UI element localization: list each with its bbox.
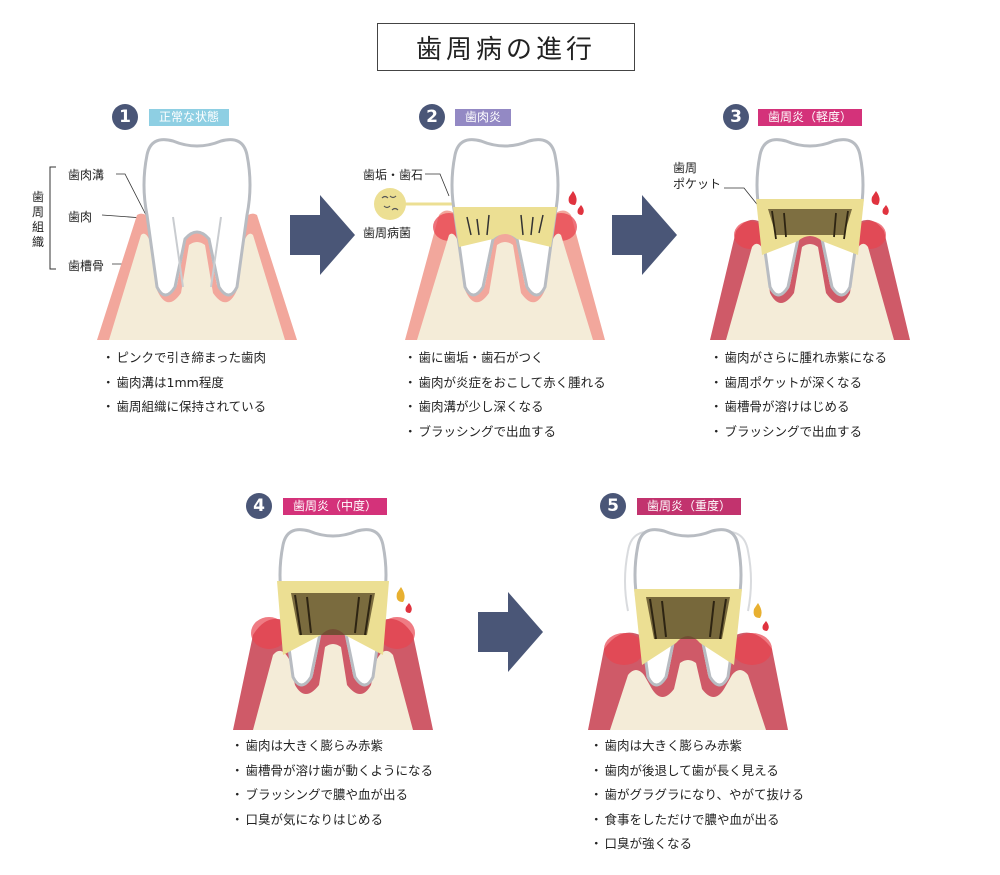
stage-5-number-badge: 5	[600, 493, 626, 519]
periodontal-tissue-label: 歯周組織	[31, 190, 44, 249]
tooth-diagram-stage-5	[588, 528, 788, 730]
stage-5-bullet: 口臭が強くなる	[590, 832, 804, 857]
stage-3-bullet: 歯槽骨が溶けはじめる	[710, 395, 887, 420]
annotation-leader-line-2	[425, 173, 450, 197]
stage-5-label: 歯周炎（重度）	[637, 498, 742, 515]
stage-4-bullet: 口臭が気になりはじめる	[231, 808, 433, 833]
stage-3-bullet: 歯周ポケットが深くなる	[710, 371, 887, 396]
stage-2-bullet: 歯肉が炎症をおこして赤く腫れる	[404, 371, 606, 396]
periodontal-tissue-bracket	[49, 166, 56, 270]
stage-3-bullet-list: 歯肉がさらに腫れ赤紫になる 歯周ポケットが深くなる 歯槽骨が溶けはじめる ブラッ…	[710, 346, 888, 445]
stage-4-bullet: 歯槽骨が溶け歯が動くようになる	[231, 759, 434, 784]
stage-4-bullet-list: 歯肉は大きく膨らみ赤紫 歯槽骨が溶け歯が動くようになる ブラッシングで膿や血が出…	[231, 734, 434, 833]
tooth-diagram-stage-1	[97, 138, 297, 340]
tooth-diagram-stage-4	[233, 528, 433, 730]
arrow-icon	[612, 195, 677, 275]
periodontal-bacteria-label: 歯周病菌	[363, 226, 412, 240]
stage-5-bullet: 食事をしただけで膿や血が出る	[590, 808, 804, 833]
gingival-sulcus-label: 歯肉溝	[68, 168, 105, 182]
stage-4-bullet: ブラッシングで膿や血が出る	[231, 783, 433, 808]
stage-5-bullet: 歯肉が後退して歯が長く見える	[590, 759, 804, 784]
stage-2-bullet: 歯肉溝が少し深くなる	[404, 395, 606, 420]
stage-1-label: 正常な状態	[149, 109, 230, 126]
stage-1-bullet: ピンクで引き締まった歯肉	[102, 346, 267, 371]
arrow-icon	[290, 195, 355, 275]
stage-3-label: 歯周炎（軽度）	[758, 109, 863, 126]
tooth-diagram-stage-3	[710, 138, 910, 340]
page-title: 歯周病の進行	[377, 23, 635, 71]
bacteria-magnifier-icon	[374, 188, 452, 220]
stage-3-number-badge: 3	[723, 104, 749, 130]
gingiva-label: 歯肉	[68, 210, 93, 224]
plaque-tartar-label: 歯垢・歯石	[363, 168, 424, 182]
stage-3-bullet: ブラッシングで出血する	[710, 420, 887, 445]
stage-4-label: 歯周炎（中度）	[283, 498, 388, 515]
stage-2-number-badge: 2	[419, 104, 445, 130]
stage-1-bullet: 歯周組織に保持されている	[102, 395, 267, 420]
stage-4-bullet: 歯肉は大きく膨らみ赤紫	[231, 734, 433, 759]
stage-1-bullet-list: ピンクで引き締まった歯肉 歯肉溝は1mm程度 歯周組織に保持されている	[102, 346, 267, 420]
stage-5-bullet: 歯肉は大きく膨らみ赤紫	[590, 734, 804, 759]
alveolar-bone-label: 歯槽骨	[68, 259, 105, 273]
stage-2-bullet: ブラッシングで出血する	[404, 420, 606, 445]
stage-5-bullet: 歯がグラグラになり、やがて抜ける	[590, 783, 805, 808]
stage-2-label: 歯肉炎	[455, 109, 512, 126]
arrow-icon	[478, 592, 543, 672]
stage-1-bullet: 歯肉溝は1mm程度	[102, 371, 266, 396]
periodontal-pocket-label: 歯周 ポケット	[673, 161, 722, 191]
tooth-diagram-stage-2	[405, 138, 605, 340]
stage-5-bullet-list: 歯肉は大きく膨らみ赤紫 歯肉が後退して歯が長く見える 歯がグラグラになり、やがて…	[590, 734, 805, 857]
stage-1-number-badge: 1	[112, 104, 138, 130]
stage-2-bullet: 歯に歯垢・歯石がつく	[404, 346, 606, 371]
stage-4-number-badge: 4	[246, 493, 272, 519]
stage-2-bullet-list: 歯に歯垢・歯石がつく 歯肉が炎症をおこして赤く腫れる 歯肉溝が少し深くなる ブラ…	[404, 346, 606, 444]
annotation-leader-line-3	[724, 187, 761, 209]
stage-3-bullet: 歯肉がさらに腫れ赤紫になる	[710, 346, 888, 371]
